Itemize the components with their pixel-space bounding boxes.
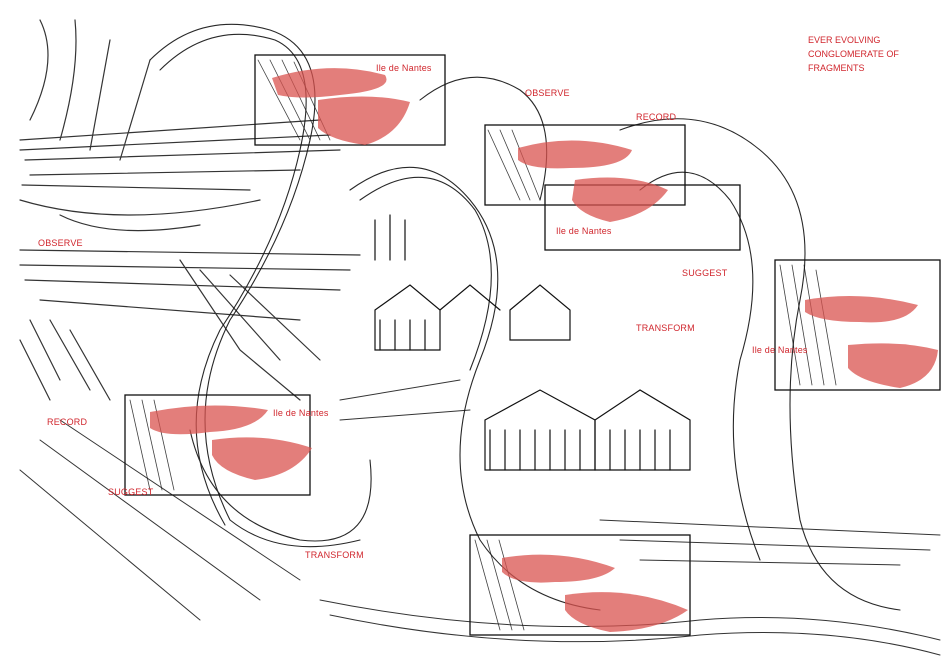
blob [502, 555, 615, 583]
label-suggest-right: SUGGEST [682, 268, 727, 278]
blob [212, 437, 312, 480]
label-ile-de-nantes-2: Ile de Nantes [556, 226, 612, 236]
blob [572, 178, 668, 222]
blob [805, 296, 918, 322]
blob [848, 343, 938, 388]
title-line-3: FRAGMENTS [808, 61, 938, 75]
blob [150, 405, 268, 434]
label-transform-mid: TRANSFORM [636, 323, 695, 333]
label-ile-de-nantes-1: Ile de Nantes [376, 63, 432, 73]
label-ile-de-nantes-3: Ile de Nantes [752, 345, 808, 355]
fragment-frames [125, 55, 940, 635]
title-line-1: EVER EVOLVING [808, 33, 938, 47]
label-transform-bottom: TRANSFORM [305, 550, 364, 560]
label-observe-top: OBSERVE [525, 88, 570, 98]
blob [518, 140, 632, 168]
label-record-top: RECORD [636, 112, 676, 122]
buildings [375, 215, 690, 470]
title-block: EVER EVOLVING CONGLOMERATE OF FRAGMENTS [808, 33, 938, 75]
blob [565, 592, 688, 632]
label-ile-de-nantes-4: Ile de Nantes [273, 408, 329, 418]
label-observe-left: OBSERVE [38, 238, 83, 248]
title-line-2: CONGLOMERATE OF [808, 47, 938, 61]
blob [318, 96, 410, 145]
label-record-left: RECORD [47, 417, 87, 427]
label-suggest-left: SUGGEST [108, 487, 153, 497]
blob [272, 68, 387, 97]
